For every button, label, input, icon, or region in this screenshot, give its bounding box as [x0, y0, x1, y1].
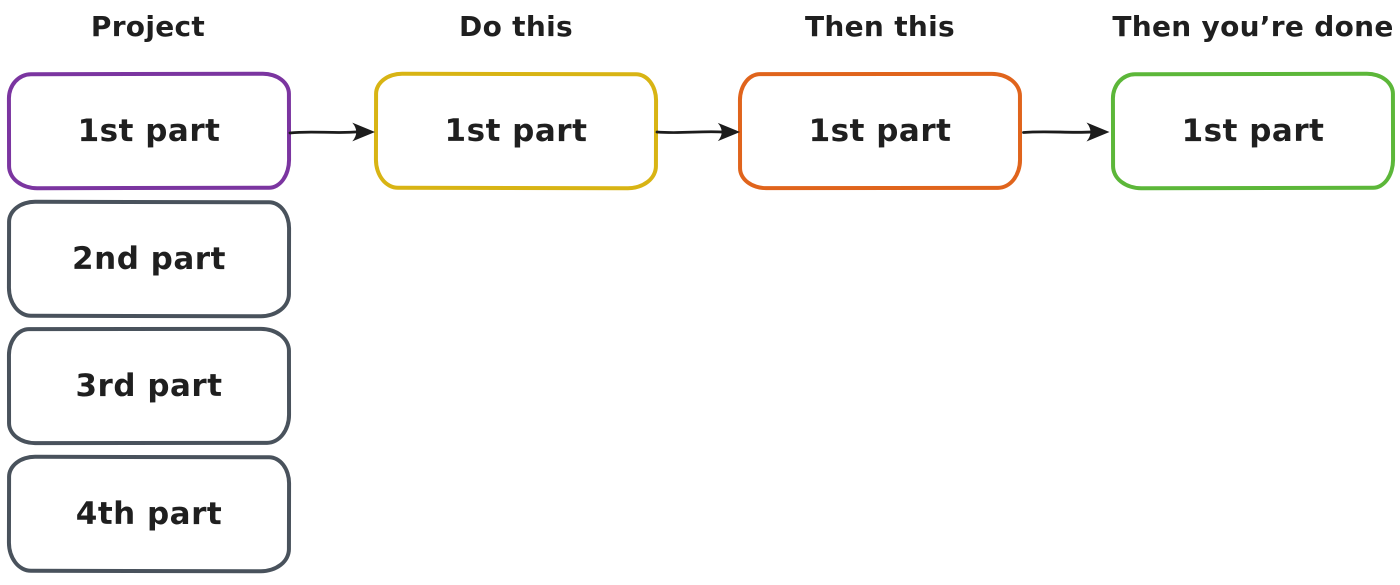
flow-box-done-part-1: 1st part — [1110, 71, 1396, 191]
arrow-right-icon — [655, 122, 741, 142]
flow-box-label: 4th part — [75, 495, 223, 533]
flow-box-label: 1st part — [808, 112, 952, 150]
flow-box-do-this-part-1: 1st part — [373, 71, 659, 191]
column-header-then-this: Then this — [805, 10, 955, 43]
flow-box-label: 1st part — [444, 112, 588, 150]
flow-box-project-part-4: 4th part — [6, 454, 292, 574]
column-header-project: Project — [90, 10, 206, 43]
arrow-right-icon — [1022, 122, 1110, 142]
flow-box-project-part-2: 2nd part — [6, 199, 292, 319]
flow-box-project-part-1: 1st part — [6, 71, 292, 191]
column-header-then-youre-done: Then you’re done — [1112, 10, 1394, 43]
flow-box-then-this-part-1: 1st part — [737, 71, 1023, 191]
column-header-do-this: Do this — [459, 10, 573, 43]
flow-box-project-part-3: 3rd part — [6, 326, 292, 446]
flow-box-label: 3rd part — [75, 367, 223, 405]
arrow-right-icon — [288, 122, 376, 142]
flow-box-label: 1st part — [1181, 112, 1325, 150]
flow-box-label: 1st part — [77, 112, 221, 150]
flow-box-label: 2nd part — [72, 240, 226, 278]
